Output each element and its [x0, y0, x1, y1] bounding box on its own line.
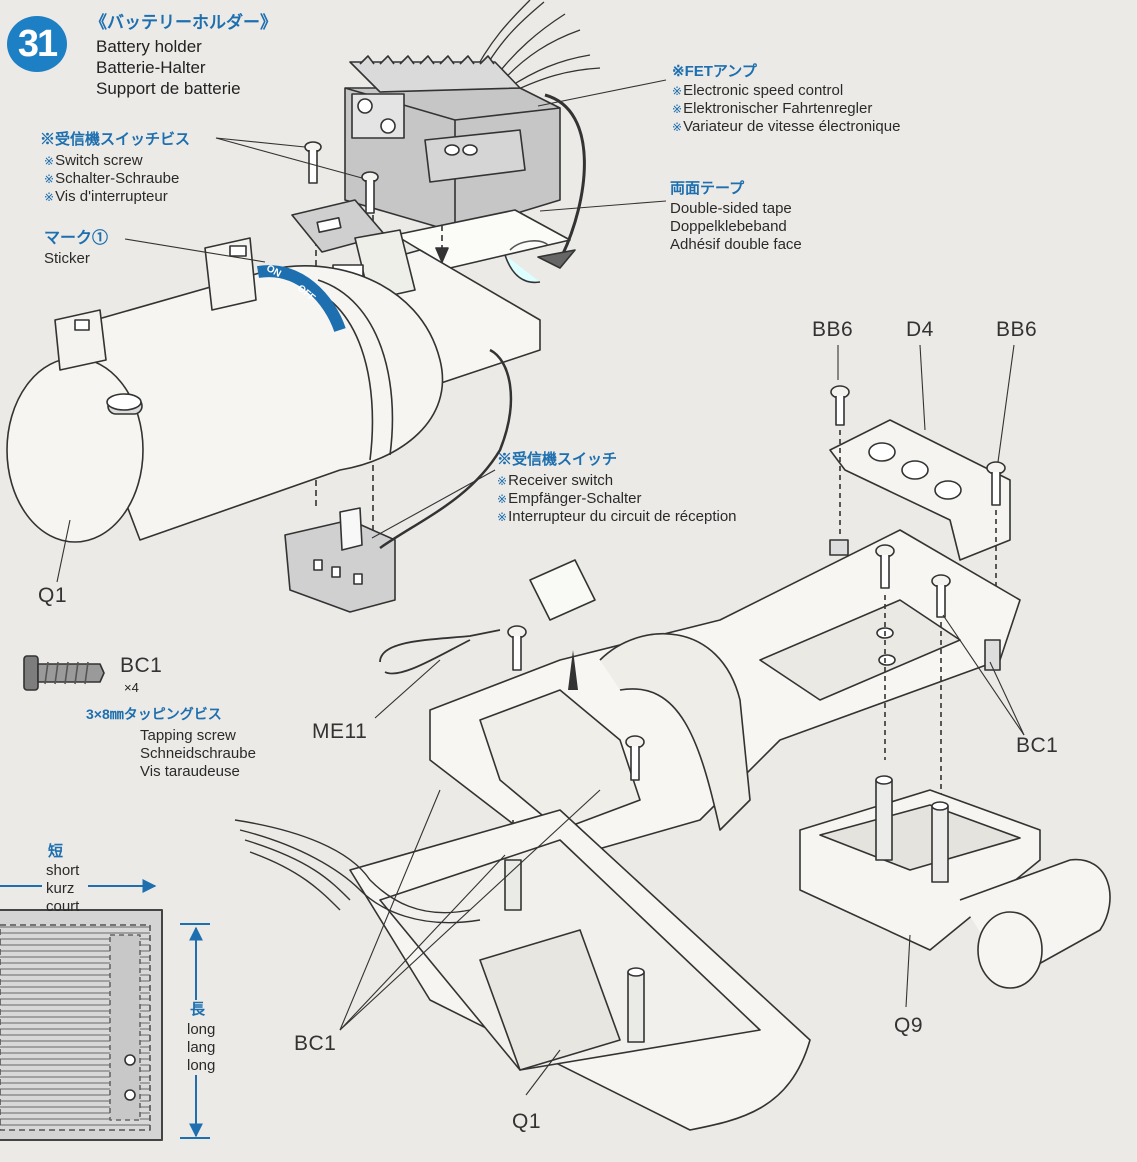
- bc1-line-en: Tapping screw: [140, 727, 236, 744]
- step-title-fr: Support de batterie: [96, 79, 241, 98]
- bc1-legend-jp: 3×8㎜タッピングビス: [86, 706, 222, 722]
- dim-short-fr: court: [46, 898, 80, 915]
- step-title-de: Batterie-Halter: [96, 58, 206, 77]
- step-number-badge: 31: [7, 16, 67, 72]
- step-titles: Battery holder Batterie-Halter Support d…: [96, 36, 241, 99]
- receiver-switch-line-en: Receiver switch: [497, 472, 737, 490]
- bb6-screws: [830, 385, 1006, 506]
- label-q1-lower: Q1: [512, 1110, 542, 1133]
- bc1-legend-lines: Tapping screw Schneidschraube Vis taraud…: [140, 727, 256, 781]
- sticker-callout-jp: マーク①: [44, 230, 109, 247]
- dim-long-de: lang: [187, 1039, 216, 1056]
- switch-screw-callout-lines: Switch screw Schalter-Schraube Vis d'int…: [44, 152, 179, 206]
- tape-line-de: Doppelklebeband: [670, 218, 787, 235]
- fet-callout-jp: ※FETアンプ: [672, 63, 757, 80]
- battery-holder-q1-lower: [349, 809, 811, 1131]
- tape-callout-jp: 両面テープ: [670, 180, 745, 197]
- dim-long-lines: long lang long: [187, 1021, 215, 1075]
- dim-short-jp: 短: [48, 843, 64, 860]
- bc1-line-fr: Vis taraudeuse: [140, 763, 240, 780]
- d4-bracket: [829, 419, 1011, 561]
- step-title-en: Battery holder: [96, 37, 202, 56]
- switch-screw-line-fr: Vis d'interrupteur: [44, 188, 179, 206]
- receiver-switch: [284, 507, 396, 613]
- switch-screw-line-de: Schalter-Schraube: [44, 170, 179, 188]
- chassis-plate: [429, 529, 1021, 861]
- receiver-switch-line-de: Empfänger-Schalter: [497, 490, 737, 508]
- dim-long-fr: long: [187, 1057, 216, 1074]
- fet-line-fr: Variateur de vitesse électronique: [672, 118, 900, 136]
- receiver-switch-line-fr: Interrupteur du circuit de réception: [497, 508, 736, 526]
- label-q9: Q9: [894, 1014, 924, 1037]
- label-bc1-bottom: BC1: [294, 1032, 337, 1055]
- q9-housing: [799, 775, 1111, 989]
- tape-callout-lines: Double-sided tape Doppelklebeband Adhési…: [670, 200, 802, 254]
- battery-holder-q1-upper: [6, 237, 444, 543]
- fet-callout-lines: Electronic speed control Elektronischer …: [672, 82, 900, 136]
- bc1-legend-qty: ×4: [124, 680, 139, 695]
- switch-screws: [304, 141, 379, 214]
- bc1-legend-code: BC1: [120, 654, 163, 677]
- dim-short-de: kurz: [46, 880, 75, 897]
- tape-line-fr: Adhésif double face: [670, 236, 802, 253]
- dim-short-lines: short kurz court: [46, 862, 79, 916]
- sticker-callout-en: Sticker: [44, 250, 90, 267]
- label-bb6-right: BB6: [996, 318, 1038, 341]
- switch-screw-line-en: Switch screw: [44, 152, 179, 170]
- me11-clip: [379, 629, 501, 675]
- label-d4: D4: [906, 318, 934, 341]
- dim-short-en: short: [46, 862, 80, 879]
- step-title-jp: 《バッテリーホルダー》: [90, 13, 277, 32]
- label-bb6-left: BB6: [812, 318, 854, 341]
- esc-unit: [344, 0, 601, 261]
- bc1-screw-legend: [23, 655, 105, 691]
- sticker-dimension-sheet: [0, 909, 163, 1141]
- fet-line-de: Elektronischer Fahrtenregler: [672, 100, 900, 118]
- tape-line-en: Double-sided tape: [670, 200, 792, 217]
- receiver-switch-callout-jp: ※受信機スイッチ: [497, 451, 618, 468]
- receiver-switch-callout-lines: Receiver switch Empfänger-Schalter Inter…: [497, 472, 737, 526]
- bc1-line-de: Schneidschraube: [140, 745, 256, 762]
- label-me11: ME11: [312, 720, 368, 743]
- switch-screw-callout-jp: ※受信機スイッチビス: [40, 131, 191, 148]
- label-bc1-right: BC1: [1016, 734, 1059, 757]
- label-q1-upper: Q1: [38, 584, 68, 607]
- dim-long-jp: 長: [190, 1001, 206, 1018]
- bc1-chassis-screws: [507, 544, 951, 781]
- dim-long-en: long: [187, 1021, 216, 1038]
- fet-line-en: Electronic speed control: [672, 82, 900, 100]
